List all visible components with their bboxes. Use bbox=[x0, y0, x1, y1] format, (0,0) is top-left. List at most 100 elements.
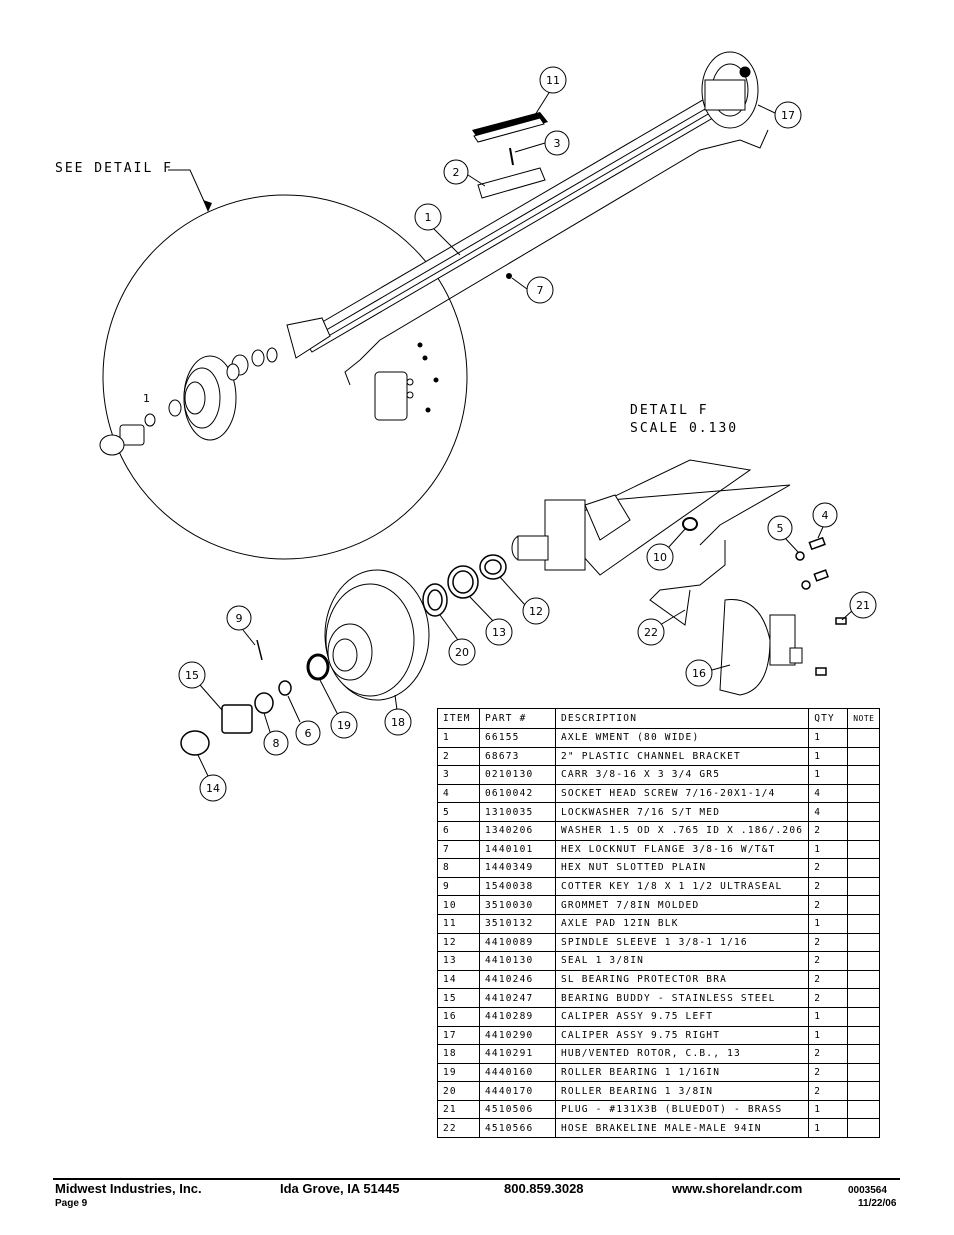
callout-2: 2 bbox=[443, 159, 486, 187]
cell-description: AXLE WMENT (80 WIDE) bbox=[554, 728, 810, 748]
cell-description: COTTER KEY 1/8 X 1 1/2 ULTRASEAL bbox=[554, 876, 810, 897]
cell-qty: 2 bbox=[808, 951, 849, 971]
cell-item: 21 bbox=[437, 1099, 480, 1120]
callout-9: 9 bbox=[226, 605, 256, 646]
footer-website: www.shorelandr.com bbox=[672, 1181, 803, 1196]
cell-qty: 4 bbox=[808, 783, 849, 804]
cell-description: WASHER 1.5 OD X .765 ID X .186/.206 bbox=[554, 820, 810, 841]
cell-qty: 1 bbox=[808, 746, 849, 767]
axle-tube bbox=[286, 89, 731, 359]
cell-item: 20 bbox=[437, 1081, 480, 1101]
detail-hose bbox=[649, 540, 726, 626]
cell-part: 3510132 bbox=[479, 913, 556, 934]
cell-description: PLUG - #131X3B (BLUEDOT) - BRASS bbox=[554, 1099, 810, 1120]
cell-note bbox=[847, 839, 881, 860]
cell-note bbox=[847, 858, 881, 878]
cell-description: HEX LOCKNUT FLANGE 3/8-16 W/T&T bbox=[554, 839, 810, 860]
callout-20: 20 bbox=[439, 614, 476, 666]
svg-text:11: 11 bbox=[546, 74, 560, 87]
cell-note bbox=[847, 1025, 881, 1046]
footer-doc-number: 0003564 bbox=[848, 1185, 887, 1196]
cell-part: 4440160 bbox=[479, 1062, 556, 1083]
callout-14: 14 bbox=[197, 754, 227, 802]
cell-item: 15 bbox=[437, 988, 480, 1008]
callout-21: 21 bbox=[841, 591, 877, 621]
svg-text:6: 6 bbox=[305, 727, 312, 740]
cell-item: 7 bbox=[437, 839, 480, 860]
callout-15: 15 bbox=[178, 661, 223, 711]
cell-description: SEAL 1 3/8IN bbox=[554, 951, 810, 971]
cell-qty: 2 bbox=[808, 858, 849, 878]
svg-text:7: 7 bbox=[537, 284, 544, 297]
cell-part: 1440101 bbox=[479, 839, 556, 860]
cell-description: ROLLER BEARING 1 1/16IN bbox=[554, 1062, 810, 1083]
svg-text:15: 15 bbox=[185, 669, 199, 682]
cell-item: 5 bbox=[437, 802, 480, 822]
cell-part: 1340206 bbox=[479, 820, 556, 841]
svg-text:22: 22 bbox=[644, 626, 658, 639]
cell-description: HOSE BRAKELINE MALE-MALE 94IN bbox=[554, 1118, 810, 1139]
cell-note bbox=[847, 876, 881, 897]
table-header-row: ITEM PART # DESCRIPTION QTY NOTE bbox=[437, 708, 881, 729]
cell-part: 1440349 bbox=[479, 858, 556, 878]
cell-part: 4510506 bbox=[479, 1099, 556, 1120]
cell-part: 4510566 bbox=[479, 1118, 556, 1139]
cell-note bbox=[847, 802, 881, 822]
cell-qty: 1 bbox=[808, 1118, 849, 1139]
cell-qty: 4 bbox=[808, 802, 849, 822]
cell-item: 2 bbox=[437, 746, 480, 767]
cell-description: HEX NUT SLOTTED PLAIN bbox=[554, 858, 810, 878]
callout-5: 5 bbox=[767, 515, 799, 553]
cell-description: SOCKET HEAD SCREW 7/16-20X1-1/4 bbox=[554, 783, 810, 804]
footer-phone: 800.859.3028 bbox=[504, 1181, 584, 1196]
cell-note bbox=[847, 951, 881, 971]
cell-qty: 1 bbox=[808, 1099, 849, 1120]
cell-item: 16 bbox=[437, 1006, 480, 1027]
cell-part: 4410246 bbox=[479, 969, 556, 990]
callout-3: 3 bbox=[514, 130, 570, 156]
cell-part: 4410291 bbox=[479, 1044, 556, 1064]
cell-description: BEARING BUDDY - STAINLESS STEEL bbox=[554, 988, 810, 1008]
rotor bbox=[324, 569, 430, 701]
cell-item: 12 bbox=[437, 932, 480, 953]
callout-22: 22 bbox=[637, 609, 686, 646]
cell-part: 4410130 bbox=[479, 951, 556, 971]
cell-qty: 2 bbox=[808, 988, 849, 1008]
cell-part: 4410089 bbox=[479, 932, 556, 953]
footer-page: Page 9 bbox=[55, 1198, 88, 1209]
cell-description: ROLLER BEARING 1 3/8IN bbox=[554, 1081, 810, 1101]
svg-text:16: 16 bbox=[692, 667, 706, 680]
cell-part: 4410247 bbox=[479, 988, 556, 1008]
cell-description: 2" PLASTIC CHANNEL BRACKET bbox=[554, 746, 810, 767]
cell-item: 10 bbox=[437, 895, 480, 915]
cell-qty: 1 bbox=[808, 765, 849, 785]
svg-text:17: 17 bbox=[781, 109, 795, 122]
cell-description: CALIPER ASSY 9.75 RIGHT bbox=[554, 1025, 810, 1046]
cell-note bbox=[847, 820, 881, 841]
cell-note bbox=[847, 895, 881, 915]
cell-part: 4440170 bbox=[479, 1081, 556, 1101]
cell-qty: 1 bbox=[808, 913, 849, 934]
caliper-small bbox=[374, 342, 439, 421]
detail-leader-arrow bbox=[203, 200, 212, 212]
svg-text:3: 3 bbox=[554, 137, 561, 150]
cell-note bbox=[847, 932, 881, 953]
cell-qty: 2 bbox=[808, 1081, 849, 1101]
cell-item: 6 bbox=[437, 820, 480, 841]
axle-pad bbox=[472, 112, 548, 143]
cell-item: 13 bbox=[437, 951, 480, 971]
cell-part: 66155 bbox=[479, 728, 556, 748]
cell-part: 1540038 bbox=[479, 876, 556, 897]
cell-qty: 2 bbox=[808, 1062, 849, 1083]
